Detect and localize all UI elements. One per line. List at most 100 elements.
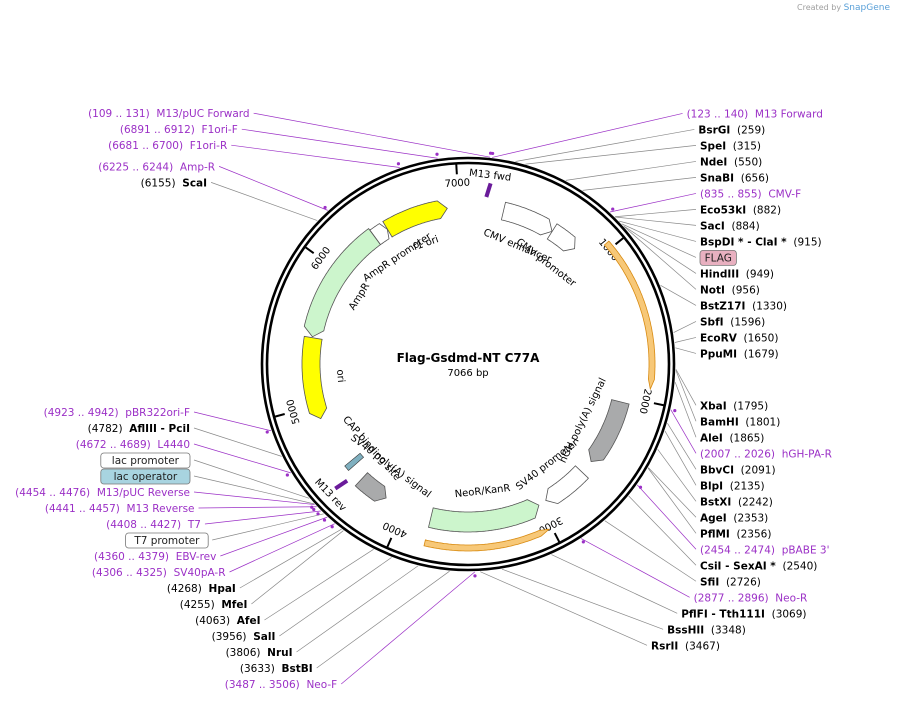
site-pos-value: (4255) — [180, 599, 215, 611]
site-pos-value: (956) — [732, 284, 760, 296]
tick-label-5000: 5000 — [285, 398, 302, 425]
site-name: BspDI * — [700, 236, 744, 248]
feature-box-label: FLAG — [705, 252, 732, 264]
feature-box-lac-operator — [100, 468, 191, 485]
tick-mark-4000 — [386, 537, 393, 548]
site-l4440: (4672 .. 4689) L4440 — [76, 439, 289, 477]
site-label: PpuMI (1679) — [700, 348, 779, 360]
feature-box-flag — [699, 250, 737, 266]
tick-mark-6000 — [304, 246, 315, 254]
site-label: NdeI (550) — [700, 156, 762, 168]
site-pos-value: (882) — [753, 204, 781, 216]
site-snabi: SnaBI (656) — [700, 172, 769, 184]
site-bspdi: BspDI * - ClaI * (915) — [700, 236, 822, 248]
site-extra: - Tth111I — [708, 608, 765, 620]
site-pos: (1801) — [739, 416, 781, 428]
leader-line-alei — [674, 382, 697, 438]
feature-box-label: lac operator — [114, 471, 178, 483]
site-label: (4782) AflIII - PciI — [88, 423, 190, 435]
leader-line-bsshii — [501, 568, 664, 630]
site-pos: (109 .. 131) — [88, 108, 150, 120]
feature-box-lac-promoter — [100, 452, 191, 469]
site-name: Neo-F — [300, 679, 337, 691]
feature-arrow-neor-kanr — [428, 499, 540, 533]
site-pos: (1679) — [737, 348, 779, 360]
site-name: hGH-PA-R — [775, 448, 832, 460]
site-label: PflMI (2356) — [700, 528, 771, 540]
site-pos: (835 .. 855) — [700, 188, 762, 200]
site-name: L4440 — [151, 439, 190, 451]
feature-box-label: T7 promoter — [133, 535, 200, 547]
site-label: SbfI (1596) — [700, 316, 765, 328]
leader-line-bspdi — [619, 220, 697, 242]
site-name-value: EBV-rev — [176, 551, 217, 563]
site-csii: CsiI - SexAI * (2540) — [700, 560, 817, 572]
site-pos: (3633) — [240, 663, 282, 675]
site-pos-value: (6155) — [141, 177, 176, 189]
feature-label-ori: ori — [334, 369, 346, 383]
site-eco53ki: Eco53kI (882) — [700, 204, 781, 216]
site-pos-value: (949) — [746, 268, 774, 280]
leader-line-neo-f — [341, 571, 476, 685]
site-pos-value: (1650) — [744, 332, 779, 344]
site-pos: (2007 .. 2026) — [700, 448, 775, 460]
primer-arrow-m13-rev — [334, 479, 349, 491]
primer-tick-f1ori-r — [396, 162, 401, 166]
site-label: (4255) MfeI — [180, 599, 248, 611]
leader-line-lac-promoter — [193, 459, 310, 499]
site-pos: (2091) — [734, 464, 776, 476]
site-pos: (6681 .. 6700) — [108, 140, 183, 152]
site-name: PflFI — [681, 608, 708, 620]
site-pflfi: PflFI - Tth111I (3069) — [681, 608, 806, 620]
site-label: (4360 .. 4379) EBV-rev — [94, 551, 216, 563]
site-agei: AgeI (2353) — [700, 512, 768, 524]
orf-arrow-neor-orf — [423, 528, 551, 552]
site-pos: (3348) — [704, 624, 746, 636]
feature-label-m13-fwd: M13 fwd — [468, 168, 511, 184]
feature-block-cap-binding-site — [344, 452, 365, 471]
leader-line-scai — [210, 182, 318, 221]
leader-line-snabi — [582, 177, 697, 191]
site-pos-value: (1801) — [745, 416, 780, 428]
site-label: (4454 .. 4476) M13/pUC Reverse — [15, 487, 190, 499]
feature-box-label: lac promoter — [112, 455, 180, 467]
site-label: AleI (1865) — [700, 432, 764, 444]
site-name: SnaBI — [700, 172, 734, 184]
site-pos-value: (3467) — [685, 640, 720, 652]
feature-label-neor-kanr: NeoR/KanR — [454, 483, 511, 500]
leader-line-sfii — [604, 520, 697, 582]
site-afliii: (4782) AflIII - PciI — [88, 423, 190, 435]
site-pos: (4306 .. 4325) — [92, 567, 167, 579]
site-name-value: M13 Reverse — [127, 503, 195, 515]
site-m13-puc-reverse: (4454 .. 4476) M13/pUC Reverse — [15, 487, 314, 509]
leader-line-afliii — [193, 427, 282, 457]
site-pos-value: (1330) — [752, 300, 787, 312]
label-leaders — [193, 112, 697, 685]
site-name: HpaI — [209, 583, 236, 595]
feature-sv40-poly-a-signal: SV40 poly(A) signal — [348, 433, 433, 502]
primer-tick-neo-r — [581, 540, 585, 544]
site-name: NdeI — [700, 156, 727, 168]
site-t7-promoter: T7 promoter — [125, 532, 209, 549]
site-pos-value: (3348) — [711, 624, 746, 636]
site-label: (109 .. 131) M13/pUC Forward — [88, 108, 250, 120]
site-sbfi: SbfI (1596) — [700, 316, 765, 328]
site-name: SpeI — [700, 140, 726, 152]
site-pos-value: (4782) — [88, 423, 123, 435]
leader-line-pflmi — [647, 467, 697, 534]
site-name: BbvCI — [700, 464, 734, 476]
site-noti: NotI (956) — [700, 284, 760, 296]
site-label: (4268) HpaI — [167, 583, 236, 595]
site-pos: (2356) — [730, 528, 772, 540]
site-name: M13 Reverse — [120, 503, 195, 515]
site-name: RsrII — [651, 640, 678, 652]
leader-line-afei — [264, 549, 374, 621]
site-pos: (3487 .. 3506) — [225, 679, 300, 691]
leader-line-xbai — [675, 369, 697, 406]
site-neo-f: (3487 .. 3506) Neo-F — [225, 574, 477, 691]
site-t7: (4408 .. 4427) T7 — [106, 512, 320, 531]
site-name-value: F1ori-F — [202, 124, 238, 136]
site-name-value: pBR322ori-F — [125, 407, 190, 419]
site-pos: (2726) — [719, 576, 761, 588]
